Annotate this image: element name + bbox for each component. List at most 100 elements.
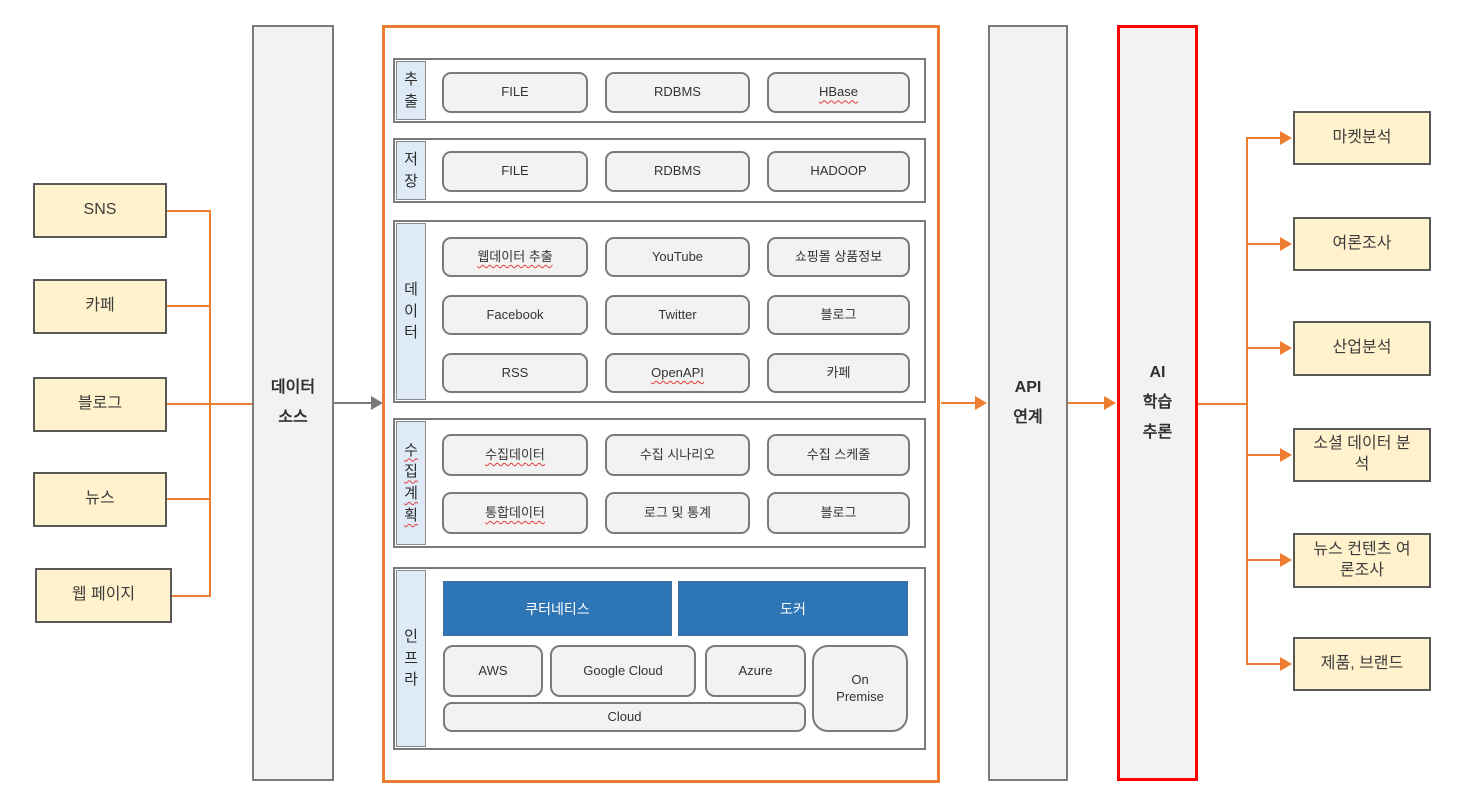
pipeline-item-youtube: YouTube — [605, 237, 750, 277]
output-label: 소셜 데이터 분석 — [1313, 435, 1411, 473]
arrow-head — [1280, 657, 1292, 671]
item-label: HBase — [818, 84, 859, 100]
connector-line — [1246, 559, 1282, 561]
item-label: AWS — [478, 662, 508, 678]
stage-label: 추론 — [1142, 424, 1173, 441]
pipeline-item-file: FILE — [442, 151, 588, 192]
item-label: 블로그 — [820, 306, 857, 322]
section-store: 저장 FILE RDBMS HADOOP — [393, 138, 926, 203]
output-box-social-data-analysis: 소셜 데이터 분석 — [1293, 428, 1431, 482]
item-label: Google Cloud — [583, 662, 663, 678]
section-data: 데이터 웹데이터 추출 YouTube 쇼핑몰 상품정보 Facebook Tw… — [393, 220, 926, 403]
pipeline-item-web-data-extract: 웹데이터 추출 — [442, 237, 588, 277]
stage-data-source: 데이터 소스 — [252, 25, 334, 781]
stage-label: 소스 — [278, 409, 308, 426]
pipeline-item-rdbms: RDBMS — [605, 72, 750, 113]
output-label: 여론조사 — [1332, 234, 1392, 252]
pipeline-item-blog: 블로그 — [767, 492, 910, 534]
section-label-cell: 추출 — [396, 61, 426, 120]
connector-line — [1246, 663, 1282, 665]
pipeline-item-log-stats: 로그 및 통계 — [605, 492, 750, 534]
arrow-head-gray — [371, 396, 383, 410]
item-label: FILE — [501, 84, 529, 100]
item-label: 로그 및 통계 — [643, 504, 712, 520]
item-label: Facebook — [486, 306, 544, 322]
platform-box-kubernetes: 쿠터네티스 — [443, 581, 672, 636]
section-label: 인프라 — [404, 627, 418, 689]
pipeline-item-rdbms: RDBMS — [605, 151, 750, 192]
flow-line — [1198, 403, 1248, 405]
item-label: 블로그 — [820, 504, 857, 520]
item-label: Twitter — [658, 306, 697, 322]
item-label: 수집데이터 — [485, 446, 545, 462]
arrow-head — [1280, 131, 1292, 145]
item-label: Azure — [738, 662, 773, 678]
pipeline-item-shopping-info: 쇼핑몰 상품정보 — [767, 237, 910, 277]
source-box-cafe: 카페 — [33, 279, 167, 334]
item-label: 수집 시나리오 — [639, 446, 716, 462]
section-collection-plan: 수집계획 수집데이터 수집 시나리오 수집 스케줄 통합데이터 로그 및 통계 … — [393, 418, 926, 548]
item-label: RDBMS — [654, 84, 701, 100]
stage-label: 연계 — [1013, 409, 1043, 426]
section-label: 추출 — [404, 70, 418, 110]
item-label: 카페 — [826, 364, 851, 380]
item-label: 수집 스케줄 — [806, 446, 871, 462]
output-box-industry-analysis: 산업분석 — [1293, 321, 1431, 376]
stage-label: 데이터 — [270, 379, 316, 396]
output-label: 산업분석 — [1332, 339, 1392, 357]
arrow-head — [1280, 237, 1292, 251]
section-label: 데이터 — [404, 280, 418, 342]
item-label: On Premise — [836, 672, 884, 704]
connector-line — [167, 210, 210, 212]
section-label-cell: 데이터 — [396, 223, 426, 400]
infra-item-on-premise: On Premise — [812, 645, 908, 732]
section-label-cell: 인프라 — [396, 570, 426, 747]
infra-item-azure: Azure — [705, 645, 806, 697]
pipeline-item-file: FILE — [442, 72, 588, 113]
item-label: 웹데이터 추출 — [477, 248, 553, 264]
arrow-head — [1280, 448, 1292, 462]
pipeline-item-cafe: 카페 — [767, 353, 910, 393]
connector-line — [1246, 243, 1282, 245]
connector-line — [1246, 454, 1282, 456]
arrow-head — [1104, 396, 1116, 410]
pipeline-item-rss: RSS — [442, 353, 588, 393]
section-label-cell: 저장 — [396, 141, 426, 200]
source-label: 뉴스 — [85, 490, 115, 508]
platform-box-docker: 도커 — [678, 581, 908, 636]
infra-item-cloud: Cloud — [443, 702, 806, 732]
source-label: 카페 — [85, 297, 115, 315]
flow-line — [1068, 402, 1106, 404]
output-box-news-content-survey: 뉴스 컨텐츠 여론조사 — [1293, 533, 1431, 588]
pipeline-item-facebook: Facebook — [442, 295, 588, 335]
item-label: YouTube — [651, 248, 704, 264]
section-infra: 인프라 쿠터네티스 도커 AWS Google Cloud Azure On P… — [393, 567, 926, 750]
pipeline-item-collection-scenario: 수집 시나리오 — [605, 434, 750, 476]
source-box-sns: SNS — [33, 183, 167, 238]
item-label: RSS — [501, 364, 529, 380]
section-label: 수집계획 — [404, 441, 418, 524]
platform-label: 도커 — [780, 600, 806, 617]
stage-label: AI — [1149, 364, 1166, 381]
arrow-head — [1280, 341, 1292, 355]
output-label: 제품, 브랜드 — [1320, 654, 1404, 672]
source-box-news: 뉴스 — [33, 472, 167, 527]
pipeline-item-integrated-data: 통합데이터 — [442, 492, 588, 534]
connector-line — [167, 305, 210, 307]
stage-ai-inference: AI 학습 추론 — [1117, 25, 1198, 781]
platform-label: 쿠터네티스 — [525, 600, 590, 617]
stage-label: API — [1014, 379, 1042, 396]
pipeline-item-openapi: OpenAPI — [605, 353, 750, 393]
connector-line — [172, 595, 210, 597]
section-extract: 추출 FILE RDBMS HBase — [393, 58, 926, 123]
source-box-webpage: 웹 페이지 — [35, 568, 172, 623]
item-label: HADOOP — [810, 163, 867, 179]
pipeline-item-collection-schedule: 수집 스케줄 — [767, 434, 910, 476]
output-label: 뉴스 컨텐츠 여론조사 — [1313, 540, 1411, 579]
section-label: 저장 — [404, 150, 418, 190]
source-label: 블로그 — [77, 395, 123, 413]
output-box-product-brand: 제품, 브랜드 — [1293, 637, 1431, 691]
infra-item-google-cloud: Google Cloud — [550, 645, 696, 697]
pipeline-item-twitter: Twitter — [605, 295, 750, 335]
